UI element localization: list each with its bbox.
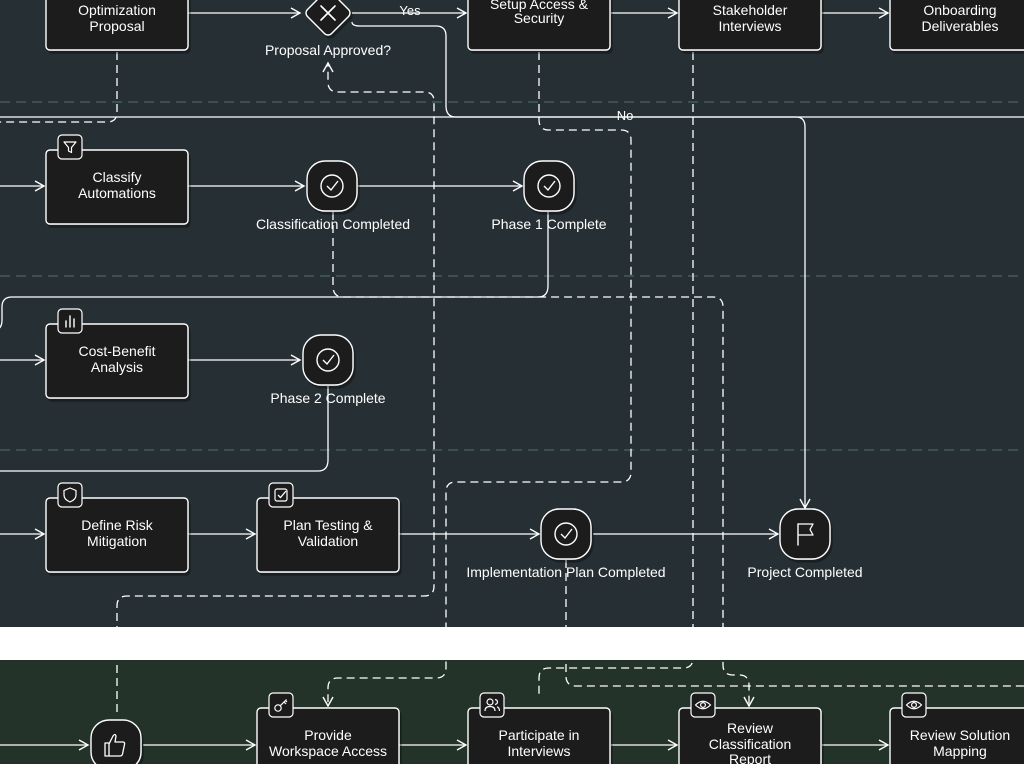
flow-gateway-no [351,21,811,510]
msg-classcompleted-to-review [332,212,755,708]
task-onboarding-deliverables[interactable]: Onboarding Deliverables [889,0,1024,51]
lane-separators [0,101,1024,451]
msg-proposal-down [0,52,118,123]
task-plan-testing-validation[interactable]: Plan Testing & Validation [256,497,400,573]
msg-setup-to-workspace [322,52,632,708]
task-label-line: Provide [304,727,352,743]
event-phase2-complete[interactable] [302,334,354,386]
event-implementation-plan-completed[interactable] [540,508,592,560]
task-provide-workspace-access[interactable]: Provide Workspace Access [256,707,400,764]
task-label-line: Automations [78,185,156,201]
task-label-line: Security [514,10,565,26]
task-classify-automations[interactable]: Classify Automations [45,149,189,225]
gateway-proposal-approved[interactable] [304,0,352,37]
task-label-line: Report [729,751,771,764]
filter-icon [57,134,83,160]
event-label: Project Completed [747,564,862,580]
task-label-line: Mitigation [87,533,147,549]
flow-phase2-out [0,386,329,472]
event-label: Implementation Plan Completed [466,564,665,580]
message-flows [0,52,1024,712]
diagram-labels: Proposal Approved? Classification Comple… [256,3,863,580]
users-icon [479,692,505,718]
task-stakeholder-interviews[interactable]: Stakeholder Interviews [678,0,822,51]
task-label-line: Classification [709,736,791,752]
shield-icon [57,482,83,508]
flag-icon [797,523,814,546]
event-label: Phase 2 Complete [270,390,385,406]
check-circle-icon [537,174,561,198]
msg-interviews-to-participate [538,52,694,696]
bar-chart-icon [57,308,83,334]
eye-icon [690,692,716,718]
task-label-line: Onboarding [923,2,996,18]
task-define-risk-mitigation[interactable]: Define Risk Mitigation [45,497,189,573]
x-icon [320,5,336,21]
task-label-line: Setup Access & [490,0,589,12]
task-label-line: Participate in [499,727,580,743]
gateway-label: Proposal Approved? [265,42,391,58]
task-label-line: Workspace Access [269,743,387,759]
task-label-line: Proposal [89,18,144,34]
task-label-line: Mapping [933,743,987,759]
task-label-line: Cost-Benefit [78,343,155,359]
sequence-flows [0,7,1024,751]
edge-label-yes: Yes [399,3,421,18]
thumbs-up-icon [104,733,126,757]
task-label-line: Interviews [507,743,570,759]
task-review-solution-mapping[interactable]: Review Solution Mapping [889,707,1024,764]
task-label-line: Review Solution [910,727,1010,743]
event-phase1-complete[interactable] [523,160,575,212]
check-circle-icon [320,174,344,198]
task-label-line: Deliverables [921,18,998,34]
event-label: Phase 1 Complete [491,216,606,232]
task-cost-benefit-analysis[interactable]: Cost-Benefit Analysis [45,323,189,399]
msg-implcompleted-to-solution [565,560,1024,687]
task-review-classification-report[interactable]: Review Classification Report [678,707,822,764]
task-label-line: Define Risk [81,517,154,533]
task-label-line: Classify [92,169,141,185]
key-icon [268,692,294,718]
checkbox-icon [268,482,294,508]
event-label: Classification Completed [256,216,410,232]
task-label-line: Plan Testing & [283,517,373,533]
eye-icon [901,692,927,718]
task-label-line: Analysis [91,359,143,375]
check-circle-icon [316,348,340,372]
task-label-line: Optimization [78,2,156,18]
msg-approve-to-gateway [116,61,435,712]
event-project-completed[interactable] [779,508,831,560]
task-label-line: Interviews [718,18,781,34]
task-participate-interviews[interactable]: Participate in Interviews [467,707,611,764]
flow-phase1-out [0,212,549,329]
task-setup-access-security[interactable]: Setup Access & Security [467,0,611,51]
task-label-line: Review [727,720,774,736]
task-label-line: Stakeholder [713,2,788,18]
edge-label-no: No [617,108,634,123]
task-label-line: Validation [298,533,358,549]
event-classification-completed[interactable] [306,160,358,212]
check-circle-icon [554,522,578,546]
task-optimization-proposal[interactable]: Optimization Proposal [45,0,189,51]
pool-separator [0,627,1024,660]
